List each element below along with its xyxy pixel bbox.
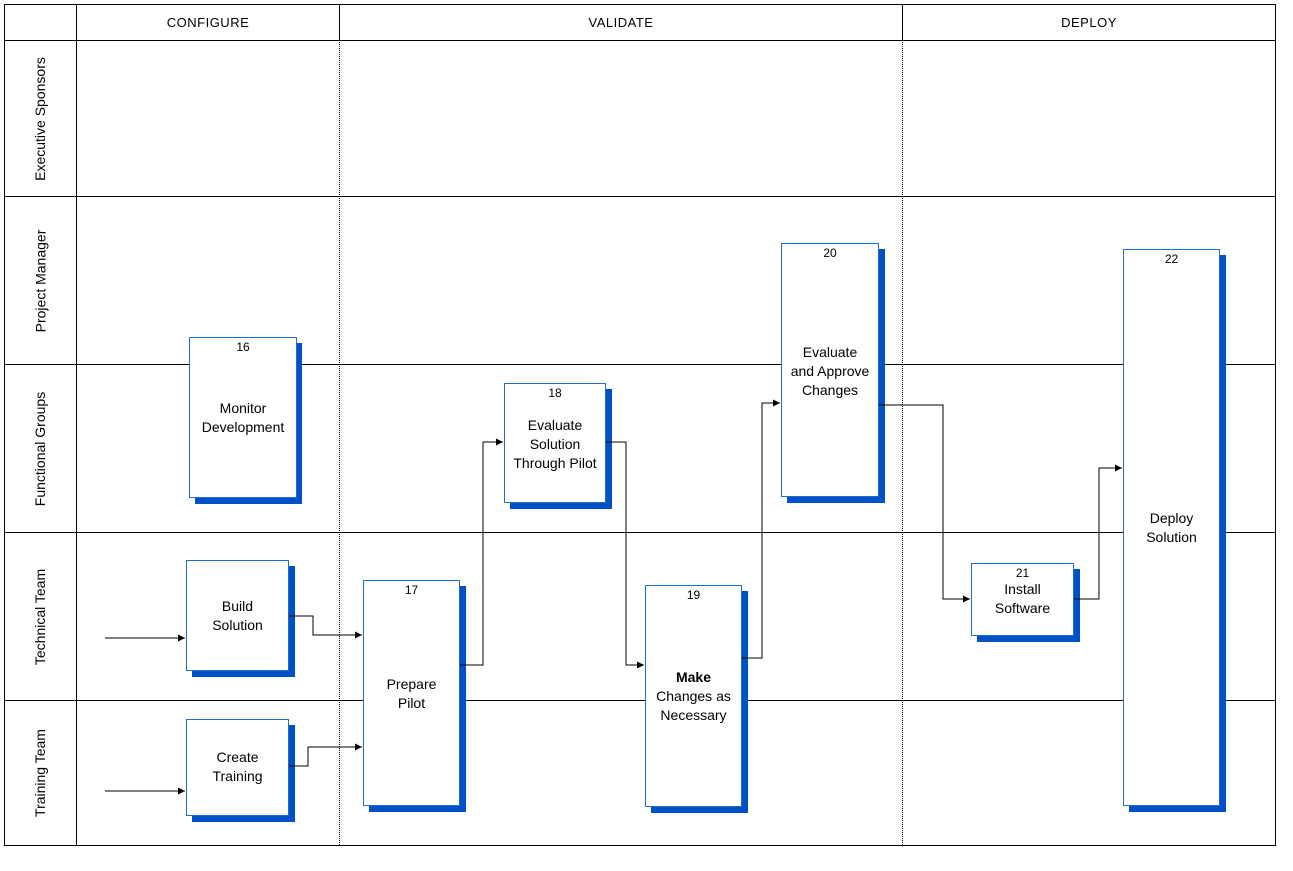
box-21-install-software[interactable]: 21 Install Software — [971, 563, 1074, 636]
box-17-prepare-pilot[interactable]: 17 Prepare Pilot — [363, 580, 460, 806]
box-label: Build Solution — [212, 598, 263, 633]
box-label: Monitor Development — [201, 400, 285, 435]
box-create-training[interactable]: Create Training — [186, 719, 289, 816]
arrow-evaluate-solution-to-make-changes — [606, 441, 644, 669]
phase-divider-1 — [339, 4, 340, 40]
box-label: Prepare Pilot — [386, 676, 437, 711]
lane-divider-4 — [4, 700, 1276, 701]
phase-divider-2 — [902, 4, 903, 40]
phase-dotted-line-1 — [339, 40, 340, 845]
box-label: Changes as Necessary — [656, 688, 731, 723]
box-16-monitor-development[interactable]: 16 Monitor Development — [189, 337, 297, 498]
phase-dotted-line-2 — [902, 40, 903, 845]
box-label: Create Training — [212, 749, 263, 784]
frame-left — [4, 4, 5, 846]
phase-configure: CONFIGURE — [166, 14, 250, 30]
arrow-build-to-prepare-pilot — [289, 615, 362, 639]
phase-validate: VALIDATE — [588, 14, 654, 30]
lane-divider-2 — [4, 364, 1276, 365]
arrow-evaluate-approve-to-install — [879, 404, 970, 603]
box-label: Evaluate Solution Through Pilot — [513, 417, 597, 471]
lane-divider-1 — [4, 196, 1276, 197]
frame-bottom — [4, 845, 1276, 846]
box-number: 21 — [1015, 566, 1030, 580]
lane-divider-3 — [4, 532, 1276, 533]
box-label: Install Software — [994, 581, 1051, 616]
box-20-evaluate-approve[interactable]: 20 Evaluate and Approve Changes — [781, 243, 879, 497]
phase-deploy: DEPLOY — [1061, 14, 1117, 30]
box-number: 19 — [686, 588, 701, 602]
label-column-divider — [76, 4, 77, 846]
box-18-evaluate-solution[interactable]: 18 Evaluate Solution Through Pilot — [504, 383, 606, 503]
box-number: 22 — [1164, 252, 1179, 266]
box-number: 18 — [548, 386, 562, 400]
arrow-install-to-deploy — [1074, 464, 1122, 600]
box-number: 16 — [236, 340, 250, 354]
box-label-bold: Make — [675, 669, 712, 685]
box-number: 17 — [404, 583, 419, 597]
box-label: Deploy Solution — [1146, 510, 1197, 545]
frame-right — [1275, 4, 1276, 846]
arrow-make-changes-to-evaluate-approve — [742, 399, 780, 659]
arrow-training-to-prepare-pilot — [289, 743, 362, 767]
box-number: 20 — [823, 246, 837, 260]
arrow-pilot-to-evaluate-solution — [460, 438, 503, 666]
box-22-deploy-solution[interactable]: 22 Deploy Solution — [1123, 249, 1220, 806]
frame-top — [4, 4, 1276, 5]
box-19-make-changes[interactable]: 19 Make Changes as Necessary — [645, 585, 742, 807]
box-build-solution[interactable]: Build Solution — [186, 560, 289, 671]
box-label: Evaluate and Approve Changes — [790, 344, 870, 398]
header-divider — [4, 40, 1276, 41]
